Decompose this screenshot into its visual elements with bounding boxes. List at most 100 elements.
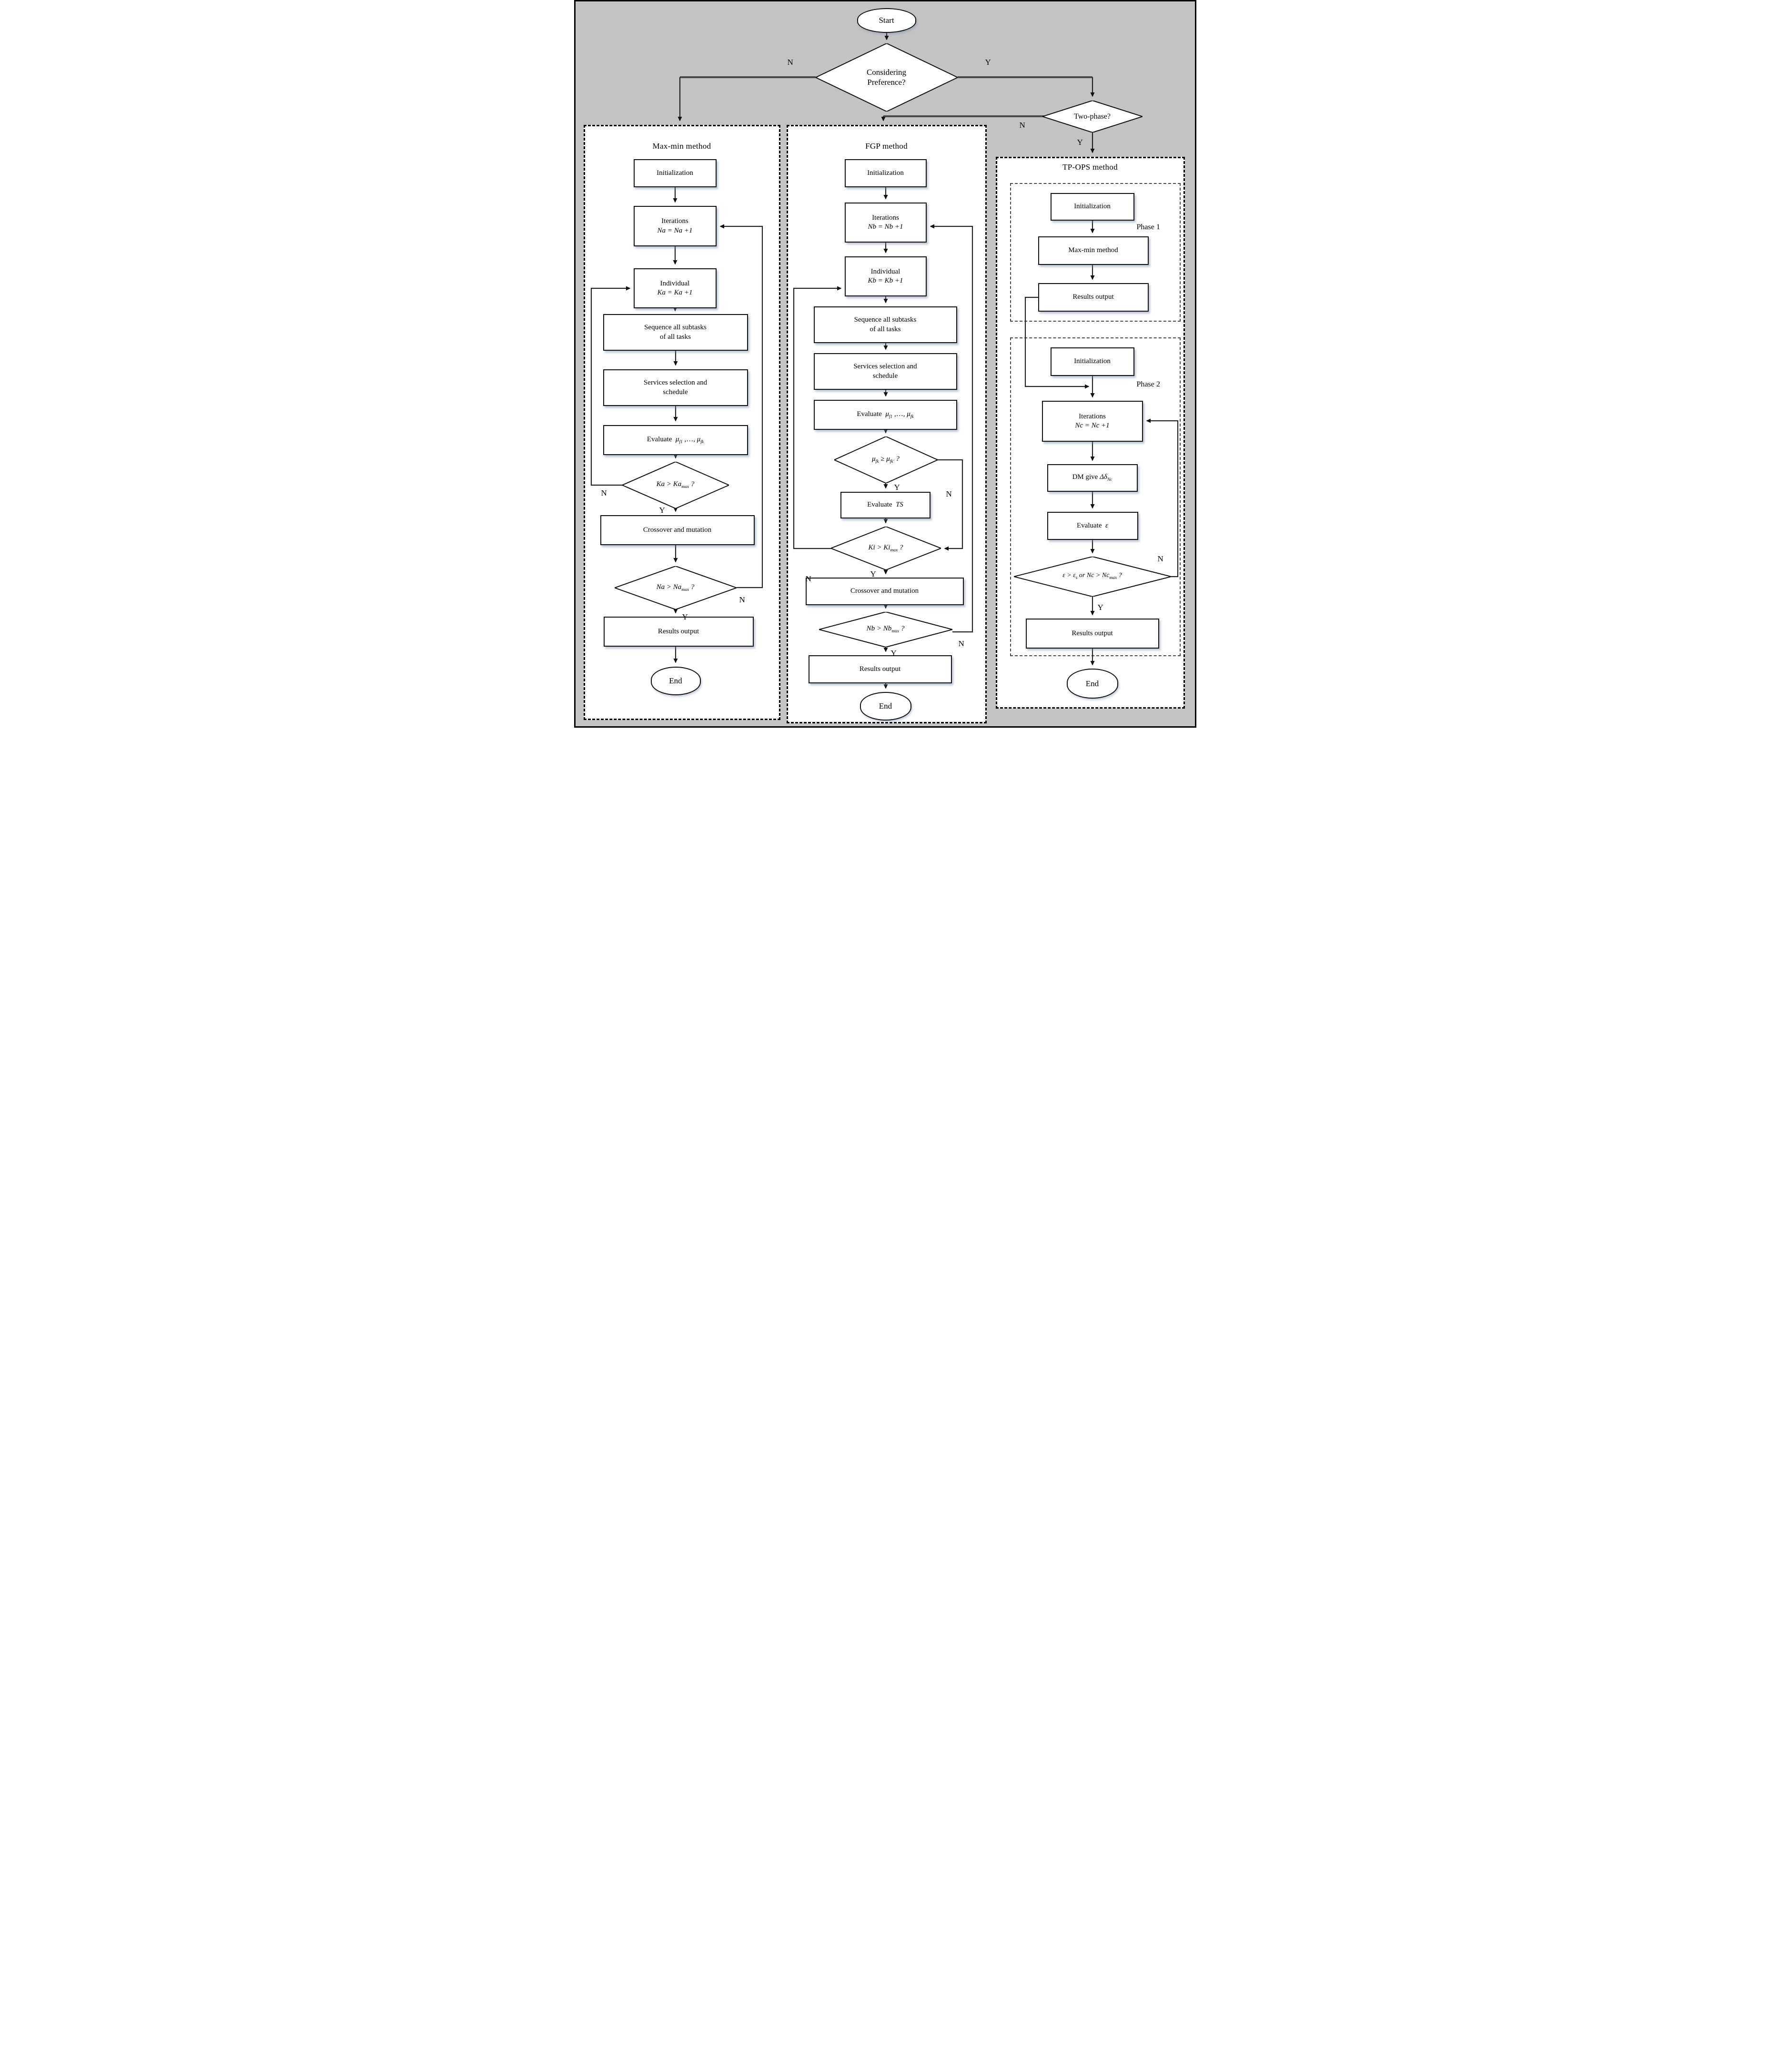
ka-max-decision: Ka > Kamax ?	[622, 462, 729, 508]
fgp-title: FGP method	[865, 142, 908, 151]
branch-label-eps-y: Y	[1097, 603, 1103, 612]
phase1-label: Phase 1	[1136, 223, 1160, 231]
maxmin-init-label: Initialization	[657, 169, 693, 177]
branch-label-cp-n: N	[787, 58, 793, 67]
maxmin-svc-line1: Services selection and	[643, 379, 708, 386]
tpops-dm-text: DM give ΔδNc	[1072, 473, 1113, 483]
maxmin-cross-label: Crossover and mutation	[643, 526, 712, 534]
phase2-label: Phase 2	[1136, 380, 1160, 388]
tpops-p2-iter-line2: Nc = Nc +1	[1075, 422, 1110, 429]
fgp-end-label: End	[879, 701, 892, 711]
fgp-cross-label: Crossover and mutation	[850, 587, 919, 595]
tpops-p2-initialization: Initialization	[1050, 347, 1134, 376]
maxmin-services: Services selection and schedule	[603, 369, 748, 406]
maxmin-iter-line2: Na = Na +1	[657, 226, 693, 234]
tpops-p2-results: Results output	[1025, 619, 1159, 649]
maxmin-initialization: Initialization	[633, 159, 717, 187]
maxmin-crossover: Crossover and mutation	[600, 515, 755, 545]
tpops-p1-maxmin: Max-min method	[1038, 236, 1149, 265]
maxmin-ind-line2: Ka = Ka +1	[657, 289, 693, 296]
phase2-container	[1010, 337, 1181, 656]
considering-line1: Considering	[866, 68, 907, 77]
maxmin-iterations: Iterations Na = Na +1	[633, 206, 717, 246]
fgp-initialization: Initialization	[844, 159, 927, 187]
fgp-evaluate-ts: Evaluate TS	[840, 492, 931, 518]
branch-label-eps-n: N	[1157, 554, 1163, 563]
maxmin-seq-line1: Sequence all subtasks	[644, 324, 707, 331]
maxmin-iter-line1: Iterations	[661, 217, 688, 225]
branch-label-ka-y: Y	[659, 506, 665, 515]
branch-label-na-n: N	[739, 595, 745, 604]
start-label: Start	[879, 16, 894, 25]
branch-label-na-y: Y	[682, 612, 688, 621]
fgp-seq-line2: of all tasks	[870, 325, 901, 333]
tpops-p1-results: Results output	[1038, 283, 1149, 312]
fgp-svc-line2: schedule	[872, 372, 898, 380]
fgp-ts-text: Evaluate TS	[867, 501, 903, 509]
branch-label-tp-y: Y	[1077, 138, 1083, 147]
fgp-ind-line1: Individual	[870, 267, 900, 275]
fgp-ind-line2: Kb = Kb +1	[868, 277, 903, 284]
tpops-p2-iterations: Iterations Nc = Nc +1	[1042, 401, 1143, 442]
considering-preference-decision: Considering Preference?	[815, 43, 958, 112]
tpops-p1-maxmin-label: Max-min method	[1068, 246, 1118, 254]
tpops-p2-iter-line1: Iterations	[1079, 412, 1106, 420]
maxmin-results-label: Results output	[657, 627, 699, 635]
start-node: Start	[857, 8, 916, 33]
branch-label-nb-n: N	[958, 639, 964, 648]
mu-compare-decision: μfk ≥ μfk′ ?	[834, 437, 938, 483]
fgp-iterations: Iterations Nb = Nb +1	[844, 203, 927, 243]
maxmin-ind-line1: Individual	[660, 279, 690, 287]
maxmin-end-node: End	[650, 667, 701, 695]
tpops-evaluate-eps: Evaluate ε	[1047, 512, 1138, 540]
maxmin-sequence: Sequence all subtasks of all tasks	[603, 314, 748, 351]
tpops-dm-give: DM give ΔδNc	[1047, 464, 1138, 492]
fgp-svc-line1: Services selection and	[853, 363, 917, 370]
fgp-services: Services selection and schedule	[813, 353, 957, 390]
maxmin-evaluate-mu: Evaluate μf1 ,…, μfk	[603, 425, 748, 455]
fgp-crossover: Crossover and mutation	[805, 578, 964, 605]
fgp-seq-line1: Sequence all subtasks	[854, 316, 917, 324]
fgp-init-label: Initialization	[867, 169, 904, 177]
tpops-end-node: End	[1066, 669, 1118, 699]
fgp-end-node: End	[860, 692, 911, 721]
branch-label-tp-n: N	[1019, 121, 1025, 130]
ki-max-decision: Ki > Kimax ?	[830, 527, 941, 570]
branch-label-mu-n: N	[946, 489, 952, 498]
tpops-p2-results-label: Results output	[1072, 629, 1113, 637]
phase1-container	[1010, 183, 1181, 322]
fgp-evaluate-mu: Evaluate μf1 ,…, μfk	[813, 400, 957, 430]
tpops-p1-results-label: Results output	[1072, 293, 1114, 301]
tpops-p1-initialization: Initialization	[1050, 193, 1134, 221]
tpops-title: TP-OPS method	[1062, 163, 1118, 172]
maxmin-svc-line2: schedule	[663, 388, 688, 396]
tpops-p2-init-label: Initialization	[1074, 357, 1111, 366]
branch-label-cp-y: Y	[985, 58, 991, 67]
fgp-results-label: Results output	[859, 665, 901, 673]
tpops-p1-init-label: Initialization	[1074, 203, 1111, 211]
flowchart-canvas: Start Considering Preference? Two-phase?…	[574, 0, 1196, 728]
maxmin-seq-line2: of all tasks	[660, 333, 691, 341]
maxmin-individual: Individual Ka = Ka +1	[633, 268, 717, 308]
maxmin-results-output: Results output	[603, 617, 754, 647]
fgp-results-output: Results output	[808, 655, 952, 683]
tpops-end-label: End	[1085, 679, 1099, 688]
fgp-individual: Individual Kb = Kb +1	[844, 256, 927, 296]
branch-label-nb-y: Y	[890, 649, 897, 658]
fgp-sequence: Sequence all subtasks of all tasks	[813, 306, 957, 343]
nb-max-decision: Nb > Nbmax ?	[819, 612, 952, 647]
fgp-iter-line1: Iterations	[872, 213, 899, 222]
eps-nc-decision: ε > εs or Nc > Ncmax ?	[1013, 557, 1171, 597]
maxmin-eval-text: Evaluate μf1 ,…, μfk	[647, 435, 704, 445]
maxmin-title: Max-min method	[652, 142, 711, 151]
considering-line2: Preference?	[867, 77, 906, 87]
tpops-eval-text: Evaluate ε	[1077, 521, 1108, 529]
branch-label-ki-n: N	[805, 574, 811, 583]
fgp-iter-line2: Nb = Nb +1	[868, 223, 903, 231]
na-max-decision: Na > Namax ?	[614, 566, 737, 609]
branch-label-ka-n: N	[601, 488, 607, 498]
two-phase-label: Two-phase?	[1073, 112, 1111, 121]
branch-label-mu-y: Y	[894, 483, 900, 492]
fgp-eval-text: Evaluate μf1 ,…, μfk	[857, 410, 914, 419]
two-phase-decision: Two-phase?	[1042, 101, 1143, 132]
